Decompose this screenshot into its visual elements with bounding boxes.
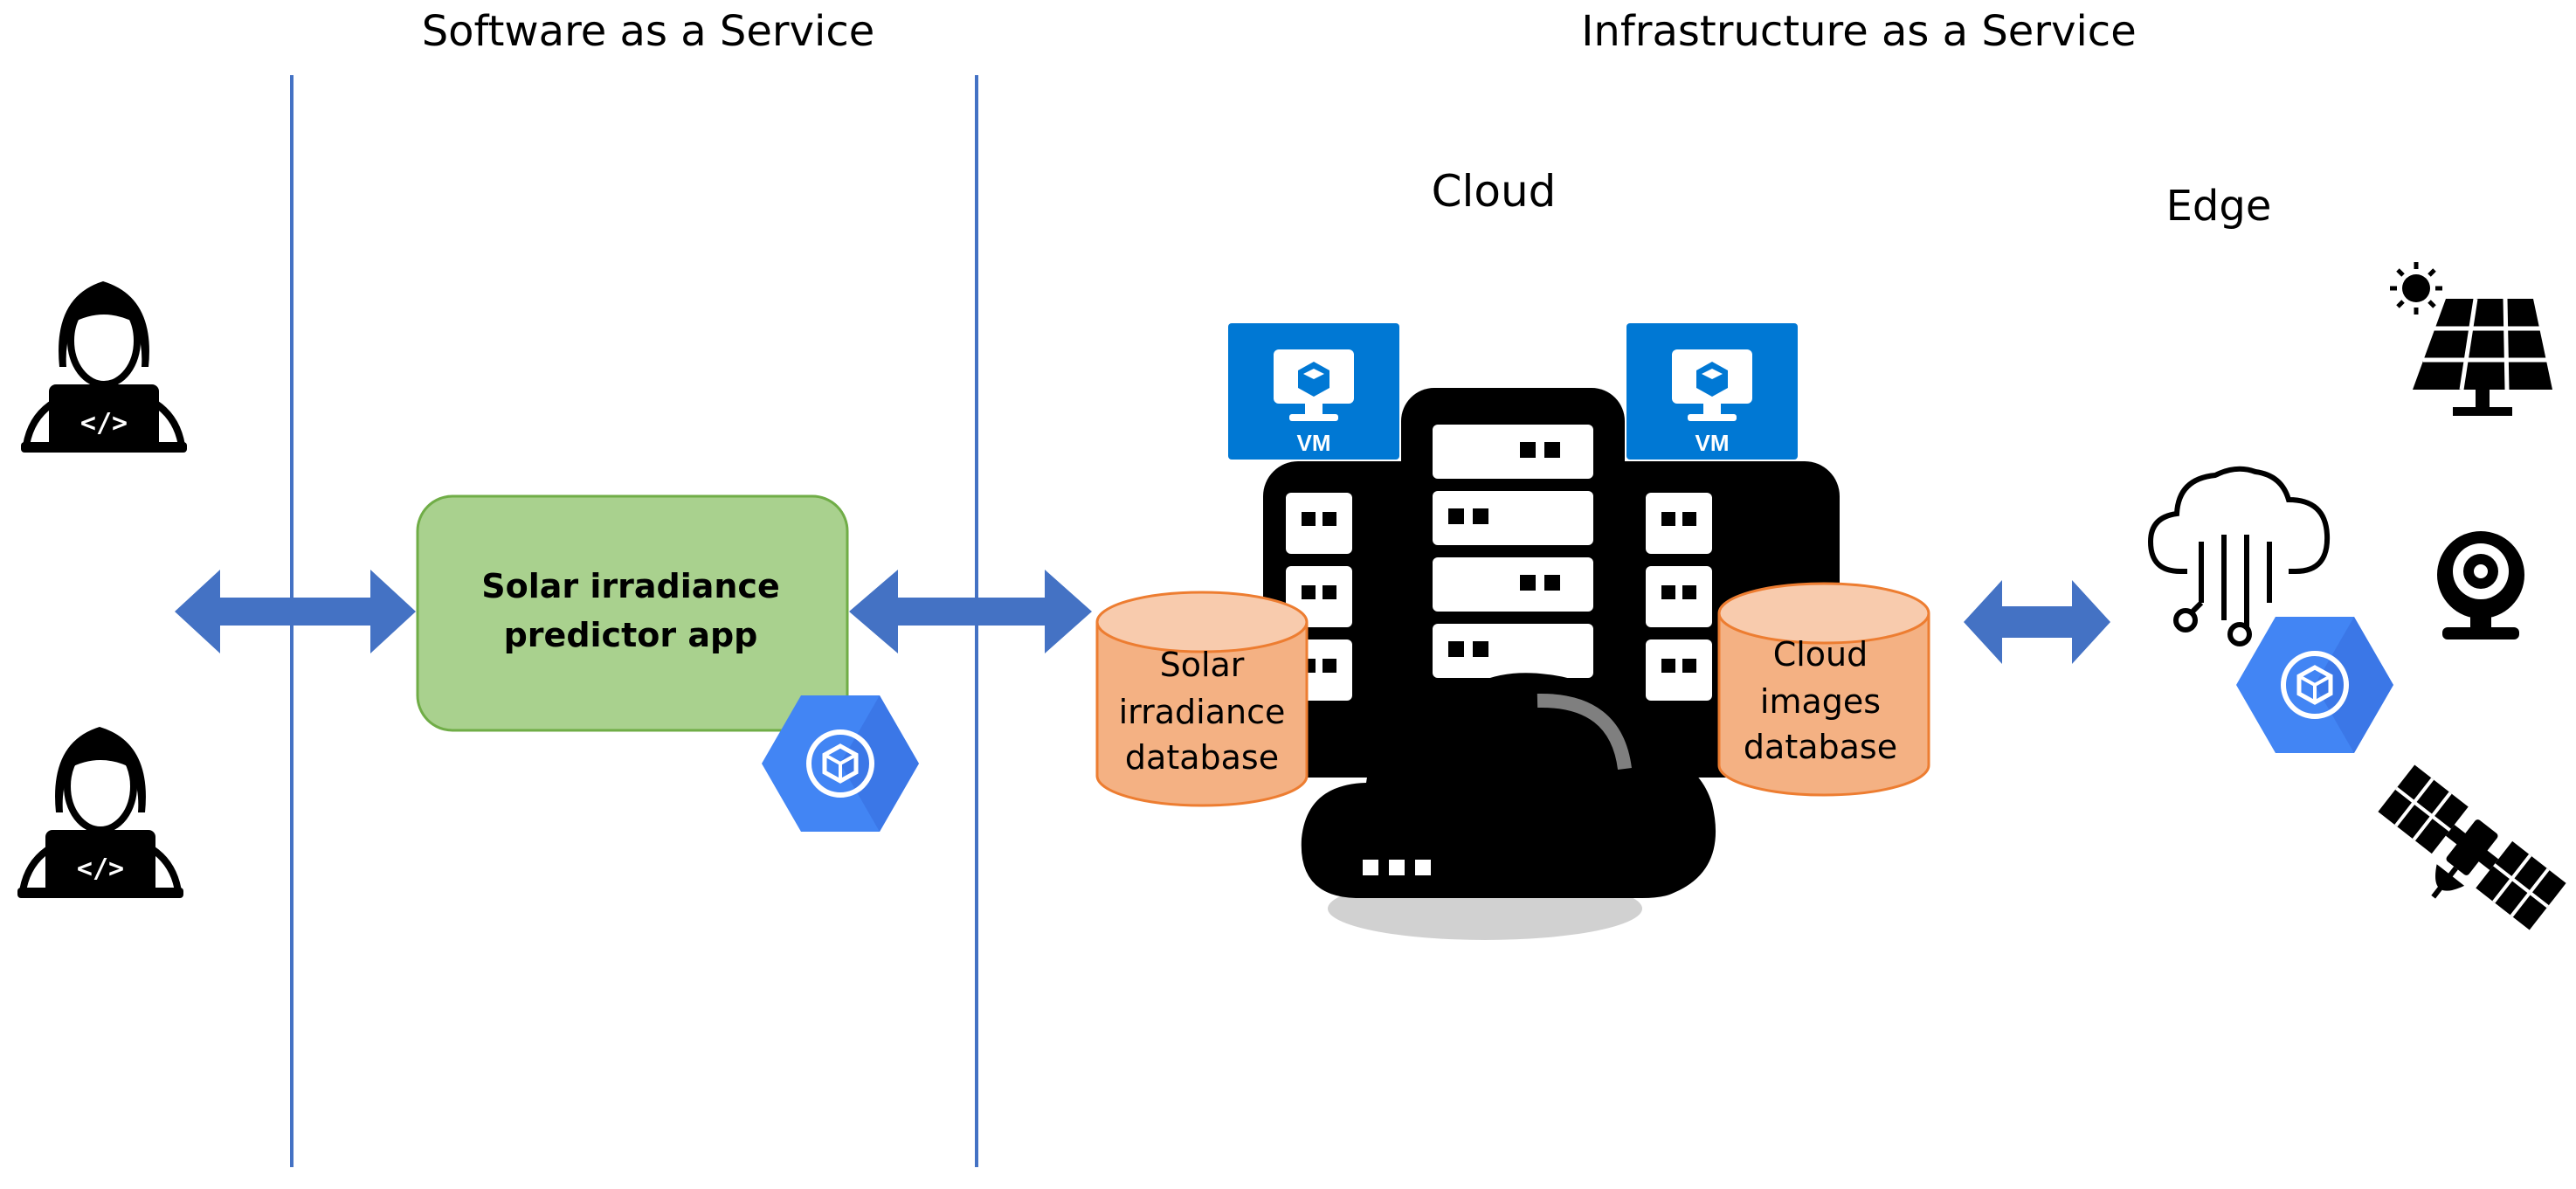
- app-cloud-arrow: [849, 570, 1092, 653]
- developer-laptop-icon: </>: [21, 281, 187, 453]
- developer-laptop-icon: </>: [17, 727, 183, 898]
- solar-db-line3: database: [1125, 738, 1279, 777]
- solar-irradiance-app-box: [416, 494, 849, 732]
- iaas-header: Infrastructure as a Service: [1581, 7, 2136, 56]
- edge-label: Edge: [2166, 182, 2272, 231]
- solar-irradiance-database: Solar irradiance database: [1095, 591, 1309, 807]
- vm-label: VM: [1695, 430, 1730, 456]
- satellite-icon: [2378, 764, 2566, 930]
- cloud-db-line1: Cloud: [1773, 635, 1868, 674]
- webcam-icon: [2437, 531, 2524, 639]
- kubernetes-engine-icon: [762, 695, 919, 832]
- vm-label: VM: [1297, 430, 1331, 456]
- app-label-line2: predictor app: [504, 616, 758, 654]
- solar-db-line1: Solar: [1160, 646, 1245, 684]
- user-app-arrow: [175, 570, 416, 653]
- solar-panel-icon: [2390, 262, 2552, 416]
- cloud-images-database: Cloud images database: [1717, 582, 1930, 797]
- virtual-machine-icon: VM: [1228, 323, 1399, 460]
- cloud-db-line2: images: [1760, 682, 1881, 721]
- cloud-icon: [1301, 673, 1716, 940]
- kubernetes-engine-icon: [2236, 617, 2393, 753]
- cloud-circuit-icon: [2147, 466, 2331, 646]
- svg-text:</>: </>: [77, 854, 124, 884]
- cloud-edge-arrow: [1964, 580, 2110, 664]
- virtual-machine-icon: VM: [1626, 323, 1798, 460]
- solar-db-line2: irradiance: [1119, 693, 1286, 731]
- saas-header: Software as a Service: [422, 7, 875, 56]
- cloud-db-line3: database: [1744, 728, 1897, 766]
- app-label-line1: Solar irradiance: [481, 567, 779, 605]
- cloud-label: Cloud: [1432, 166, 1557, 217]
- svg-text:</>: </>: [80, 408, 128, 439]
